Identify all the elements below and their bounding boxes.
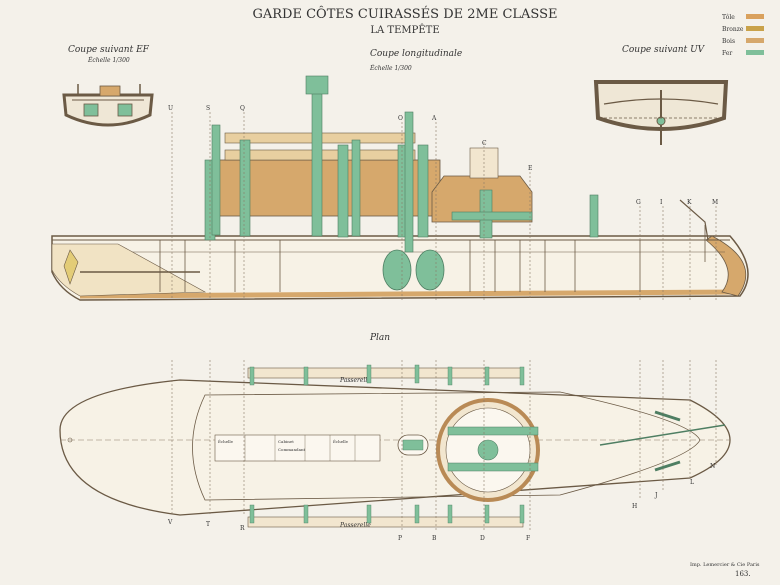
longitudinal-section	[51, 75, 749, 301]
title-line1: GARDE CÔTES CUIRASSÉS DE 2ME CLASSE	[252, 5, 557, 22]
letter-bottom-0: V	[167, 519, 173, 526]
letter-bottom-6: F	[526, 535, 530, 542]
letter-top-1: S	[206, 105, 210, 112]
title-line2: LA TEMPÊTE	[370, 24, 439, 36]
legend-swatch-3	[746, 50, 764, 55]
letter-bottom-2: R	[240, 525, 245, 532]
letter-top-7: G	[636, 199, 641, 206]
letter-bottom-9: L	[690, 479, 694, 486]
letter-top-0: U	[168, 105, 173, 112]
room-label-1: Cabinet	[278, 439, 294, 444]
letter-top-10: M	[712, 199, 718, 206]
letter-bottom-4: B	[432, 535, 437, 542]
section-lines-top	[171, 112, 717, 300]
left-section-scale: Échelle 1/300	[87, 56, 130, 64]
letter-top-3: O	[398, 115, 403, 122]
letter-top-5: C	[482, 140, 487, 147]
plan-view: Passerelle Passerelle Éc	[59, 364, 731, 529]
legend-label-0: Tôle	[722, 14, 735, 21]
legend-swatch-2	[746, 38, 764, 43]
letter-bottom-1: T	[206, 521, 210, 528]
page-number: 163.	[735, 570, 751, 578]
legend-swatch-0	[746, 14, 764, 19]
letter-bottom-5: D	[480, 535, 485, 542]
printer-credit: Imp. Lemercier & Cie Paris	[690, 562, 760, 568]
section-letters-top: U S Q O A C E G I K M	[168, 105, 718, 206]
center-section-label: Coupe longitudinale	[370, 49, 462, 59]
legend-label-1: Bronze	[722, 26, 744, 33]
letter-top-6: E	[528, 165, 532, 172]
passerelle-top: Passerelle	[339, 377, 371, 384]
letter-top-2: Q	[240, 105, 245, 112]
letter-bottom-7: H	[632, 503, 637, 510]
left-section-label: Coupe suivant EF	[68, 45, 150, 55]
letter-top-9: K	[687, 199, 692, 206]
letter-bottom-10: N	[710, 463, 715, 470]
legend-label-2: Bois	[722, 38, 735, 45]
room-label-3: Échelle	[333, 439, 349, 444]
room-label-0: Échelle	[218, 439, 234, 444]
legend-label-3: Fer	[722, 50, 732, 57]
plan-label: Plan	[369, 333, 390, 343]
center-section-scale: Échelle 1/300	[369, 64, 412, 72]
letter-bottom-8: J	[654, 492, 658, 499]
letter-top-8: I	[660, 199, 663, 206]
legend: Tôle Bronze Bois Fer	[722, 14, 764, 57]
right-section-label: Coupe suivant UV	[622, 45, 706, 55]
section-letters-bottom: V T R P B D F H J L N	[167, 463, 715, 542]
room-label-2: Commandant	[278, 447, 306, 452]
cross-section-uv	[593, 80, 729, 145]
legend-swatch-1	[746, 26, 764, 31]
section-lines-bottom	[171, 360, 717, 530]
passerelle-bottom: Passerelle	[339, 522, 371, 529]
letter-top-4: A	[431, 115, 437, 122]
cross-section-ef	[62, 84, 154, 127]
letter-bottom-3: P	[398, 535, 402, 542]
